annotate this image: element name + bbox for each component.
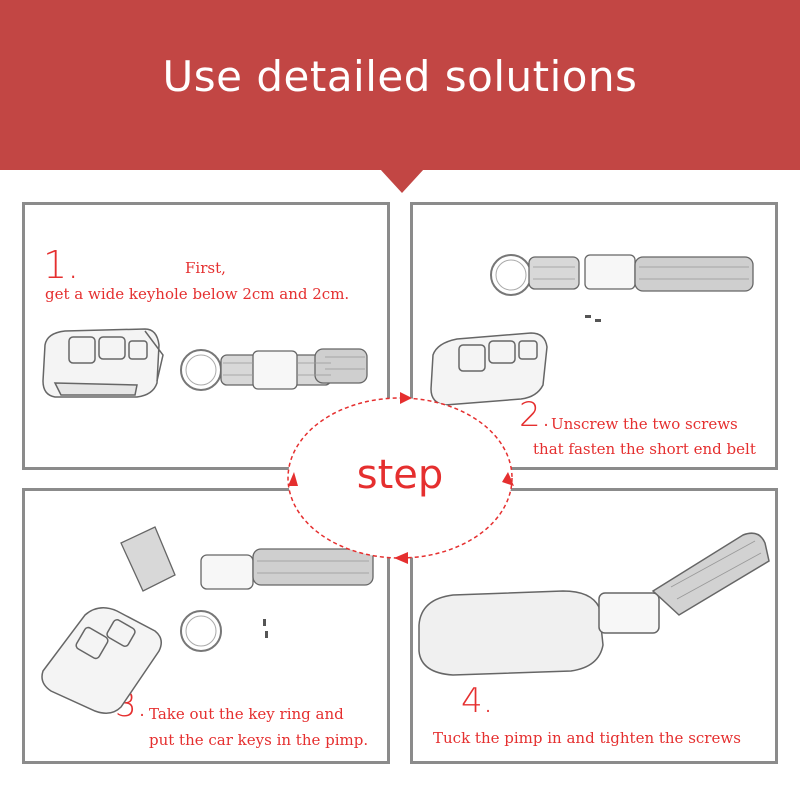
assembled-key-cover-illustration <box>418 532 770 676</box>
step-3-line-2: put the car keys in the pimp. <box>149 731 369 749</box>
step-label: step <box>356 452 444 498</box>
step-cycle-diagram <box>287 392 514 564</box>
step-1-line-2: get a wide keyhole below 2cm and 2cm. <box>45 285 350 303</box>
page-title: Use detailed solutions <box>162 52 638 101</box>
step-number-1: 1. <box>43 243 80 287</box>
banner-pointer <box>380 169 424 193</box>
step-2-line-1: Unscrew the two screws <box>551 415 738 433</box>
header-banner <box>0 0 800 170</box>
arrow-down-icon <box>502 472 514 486</box>
step-1-line-1: First, <box>185 259 226 277</box>
key-and-parts-illustration <box>41 526 374 714</box>
arrow-left-icon <box>394 552 408 564</box>
step-2-line-2: that fasten the short end belt <box>533 440 756 458</box>
arrow-right-icon <box>400 392 412 404</box>
disassembled-keychain-illustration <box>430 254 754 406</box>
car-key-and-keychain-illustration <box>42 328 368 398</box>
step-number-4: 4. <box>461 681 494 721</box>
step-number-2: 2. <box>519 395 552 435</box>
step-panel-1: 1. First, get a wide keyhole below 2cm a… <box>22 202 390 470</box>
arrow-up-icon <box>288 472 298 486</box>
step-4-line-1: Tuck the pimp in and tighten the screws <box>433 729 741 747</box>
step-3-line-1: Take out the key ring and <box>149 705 344 723</box>
